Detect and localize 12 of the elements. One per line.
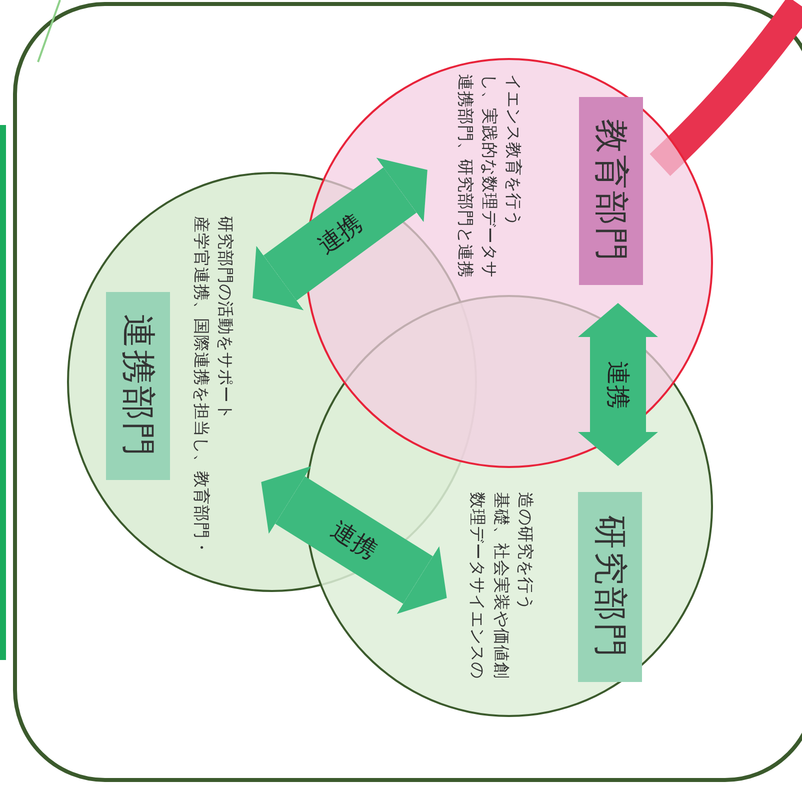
double-arrow [252, 158, 428, 310]
description-text: 連携部門、研究部門と連携し、実践的な数理データサイエンス教育を行う [455, 74, 524, 280]
edge-label: 連携 [603, 360, 633, 408]
description-text: 産学官連携、国際連携を担当し、教育部門・研究部門の活動をサポート [191, 216, 236, 556]
description-text: 数理データサイエンスの基礎、社会実装や価値創造の研究を行う [467, 492, 536, 681]
double-arrow [261, 466, 447, 614]
department-heading: 研究部門 [578, 492, 642, 682]
edge-label: 連携 [325, 514, 383, 566]
department-heading: 教育部門 [579, 97, 643, 285]
department-heading: 連携部門 [106, 292, 170, 480]
double-arrow [578, 303, 658, 466]
edge-label: 連携 [311, 208, 369, 262]
